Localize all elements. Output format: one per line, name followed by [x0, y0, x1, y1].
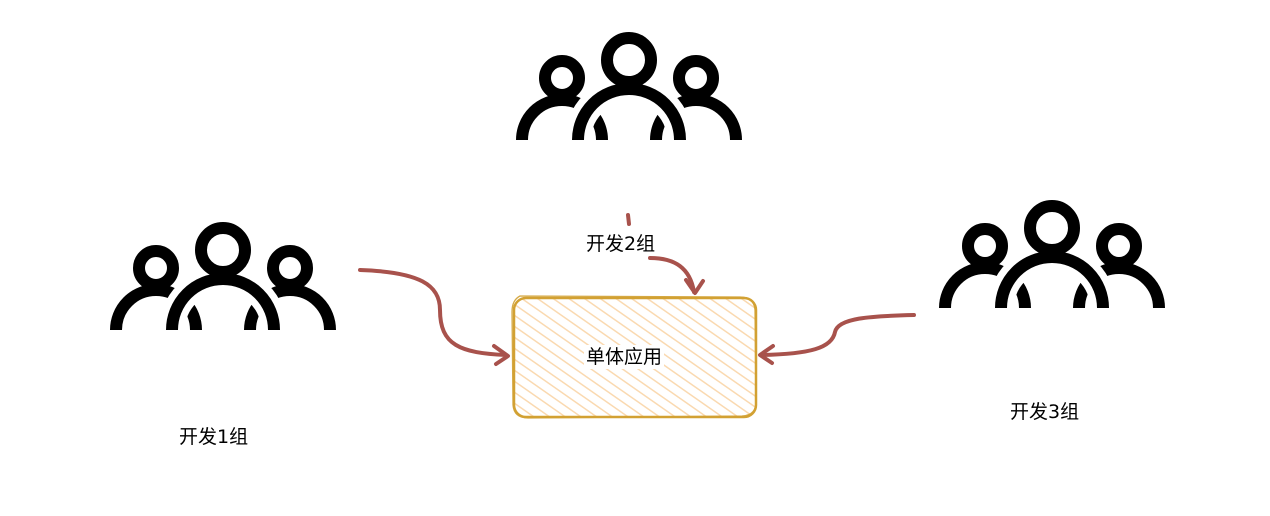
team3-users-icon — [945, 206, 1159, 308]
team1-users-icon — [116, 228, 330, 330]
arrow-team3-to-monolith — [758, 313, 916, 365]
arrow-team2-to-monolith — [626, 213, 705, 295]
team2-label: 开发2组 — [584, 232, 658, 256]
monolith-label: 单体应用 — [584, 345, 665, 369]
team3-label: 开发3组 — [1008, 400, 1082, 424]
team1-label: 开发1组 — [177, 425, 251, 449]
team2-users-icon — [522, 38, 736, 140]
arrow-team1-to-monolith — [358, 268, 510, 366]
